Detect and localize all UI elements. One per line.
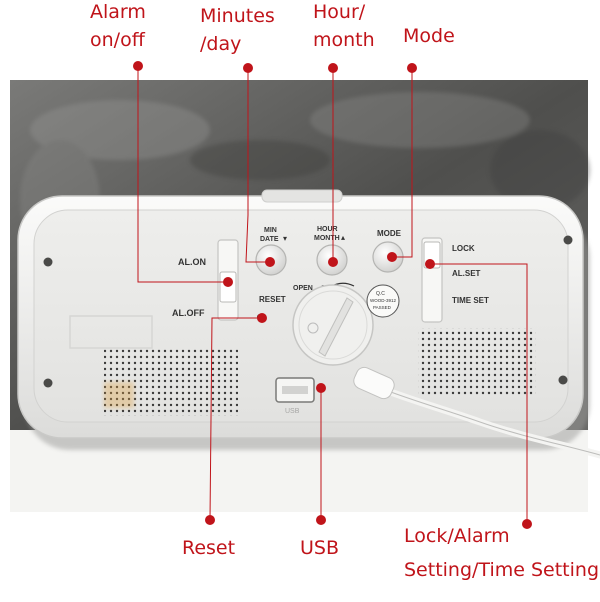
al-off-label: AL.OFF — [172, 308, 205, 318]
open-label: OPEN — [293, 285, 313, 292]
dot-alarm-switch — [223, 277, 233, 287]
callout-reset-text: Reset — [182, 537, 236, 559]
screw — [43, 257, 53, 267]
mode-label: MODE — [377, 229, 402, 238]
dot-minute-button — [265, 257, 275, 267]
power-cable-edge — [371, 384, 600, 456]
callout-hour-line2: month — [313, 29, 375, 51]
up-arrow-icon: ▴ — [341, 233, 345, 242]
screw — [43, 378, 53, 388]
cable-plug — [353, 366, 395, 400]
callout-lock-line1: Lock/Alarm — [404, 525, 510, 547]
callout-hour-line1: Hour/ — [313, 1, 366, 23]
callout-alarm-line1: Alarm — [90, 1, 146, 23]
qc-stamp-text-1: Q.C — [376, 291, 385, 297]
callout-lock-alarm-time: Lock/Alarm Setting/Time Setting — [404, 519, 599, 587]
callout-usb: USB — [300, 534, 339, 562]
usb-port-label: USB — [285, 408, 300, 415]
qc-stamp-text-2: WOOD-3912 — [370, 298, 397, 303]
callout-reset: Reset — [182, 534, 235, 562]
min-date-label-2: DATE — [260, 236, 279, 243]
callout-alarm-line2: on/off — [90, 29, 145, 51]
hour-month-label-2: MONTH — [314, 235, 340, 242]
al-set-label: AL.SET — [452, 269, 481, 278]
dot-lock — [522, 519, 532, 529]
callout-dots — [133, 61, 532, 529]
al-on-label: AL.ON — [178, 257, 206, 267]
coin-slot — [318, 297, 354, 357]
led-glow — [104, 382, 134, 408]
down-arrow-icon: ▾ — [283, 234, 287, 243]
min-date-label-1: MIN — [264, 227, 277, 234]
time-set-label: TIME SET — [452, 296, 489, 305]
battery-cover-inner — [298, 290, 368, 360]
reset-label: RESET — [259, 295, 286, 304]
callout-lock-line2: Setting/Time Setting — [404, 559, 600, 581]
qc-stamp-text-3: PASSED — [373, 305, 392, 310]
leader-minutes — [245, 68, 270, 263]
dot-usb-port — [316, 383, 326, 393]
callout-leaders — [137, 66, 528, 524]
screw — [558, 375, 568, 385]
qc-stamp — [366, 284, 400, 318]
callout-hour-month: Hour/ month — [313, 0, 375, 54]
lock-label: LOCK — [452, 244, 475, 253]
leader-alarm — [137, 66, 228, 283]
cover-emblem — [307, 322, 319, 334]
dot-usb — [316, 515, 326, 525]
dot-mode-button — [387, 252, 397, 262]
callout-mode-text: Mode — [403, 25, 455, 47]
leader-reset — [209, 317, 262, 521]
callout-minutes-day: Minutes /day — [200, 2, 275, 58]
speaker-grille-right — [418, 328, 536, 396]
dot-reset-pin — [257, 313, 267, 323]
leader-lock — [430, 263, 528, 524]
callout-minutes-line1: Minutes — [200, 5, 275, 27]
dot-minutes — [243, 63, 253, 73]
callout-mode: Mode — [403, 22, 455, 50]
dot-mode — [407, 63, 417, 73]
hour-month-label-1: HOUR — [317, 226, 338, 233]
dot-alarm — [133, 61, 143, 71]
leader-mode — [392, 68, 413, 258]
callout-usb-text: USB — [300, 537, 340, 559]
top-logo-strip — [261, 189, 343, 203]
usb-port-tongue — [282, 386, 308, 394]
dot-hour — [328, 63, 338, 73]
screw — [563, 235, 573, 245]
dot-hour-button — [328, 257, 338, 267]
dot-lock-switch — [425, 259, 435, 269]
callout-minutes-line2: /day — [200, 33, 242, 55]
callout-alarm-onoff: Alarm on/off — [90, 0, 146, 54]
dot-reset — [205, 515, 215, 525]
